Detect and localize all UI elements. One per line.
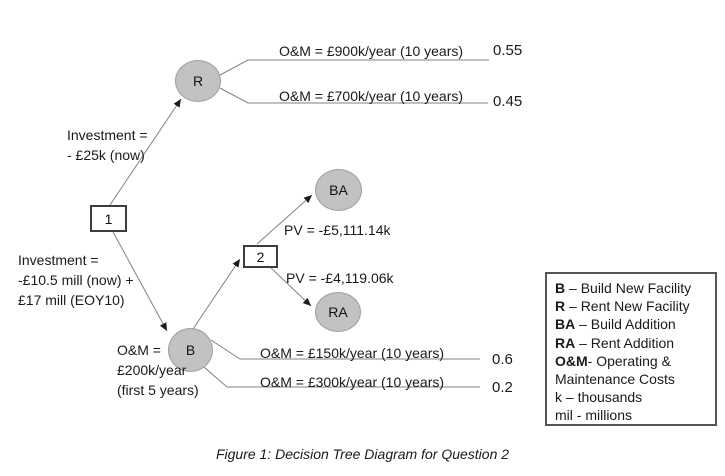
annotation-rent-investment: Investment = - £25k (now) xyxy=(67,127,148,163)
node-build-addition: BA xyxy=(315,169,362,211)
probability-build-high: 0.6 xyxy=(492,351,513,368)
legend-item-millions: mil - millions xyxy=(555,407,632,424)
decision-node-1: 1 xyxy=(90,205,127,232)
node-rent-addition: RA xyxy=(315,292,361,332)
branch-label-rent-om-high: O&M = £900k/year (10 years) xyxy=(279,43,464,59)
chance-node-rent: R xyxy=(175,60,221,102)
chance-node-build: B xyxy=(168,328,213,372)
arrow-decision1-to-build xyxy=(112,231,168,332)
annotation-build-investment: Investment = -£10.5 mill (now) + £17 mil… xyxy=(18,252,134,308)
branch-line-build-low xyxy=(203,366,480,388)
probability-build-low: 0.2 xyxy=(492,379,513,396)
legend-item-om-cont: Maintenance Costs xyxy=(555,371,675,388)
legend-item-rent-addition: RA – Rent Addition xyxy=(555,334,675,351)
arrow-build-to-decision2 xyxy=(192,258,241,330)
probability-rent-low: 0.45 xyxy=(493,93,523,110)
branch-label-rent-om-low: O&M = £700k/year (10 years) xyxy=(279,88,464,104)
pv-label-rent-addition: PV = -£4,119.06k xyxy=(286,270,394,286)
arrow-decision1-to-rent xyxy=(109,98,182,206)
legend-item-thousands: k – thousands xyxy=(555,389,643,406)
figure-caption: Figure 1: Decision Tree Diagram for Ques… xyxy=(215,446,510,462)
branch-line-build-high xyxy=(210,339,480,360)
legend-item-build: B – Build New Facility xyxy=(555,280,692,296)
branch-label-build-om-low: O&M = £300k/year (10 years) xyxy=(260,374,445,390)
decision-node-2: 2 xyxy=(243,245,278,268)
legend-box: B – Build New Facility R – Rent New Faci… xyxy=(545,272,717,426)
branch-line-rent-low xyxy=(219,87,488,104)
annotation-build-om: O&M = £200k/year (first 5 years) xyxy=(117,342,199,398)
arrow-decision2-to-build-addition xyxy=(256,194,313,245)
legend-item-build-addition: BA – Build Addition xyxy=(555,316,676,333)
probability-rent-high: 0.55 xyxy=(493,42,523,59)
pv-label-build-addition: PV = -£5,111.14k xyxy=(284,222,391,238)
branch-label-build-om-high: O&M = £150k/year (10 years) xyxy=(260,345,445,361)
arrow-decision2-to-rent-addition xyxy=(270,267,312,307)
legend-item-om: O&M- Operating & xyxy=(555,352,671,369)
legend-item-rent: R – Rent New Facility xyxy=(555,298,690,315)
branch-line-rent-high xyxy=(219,59,489,76)
